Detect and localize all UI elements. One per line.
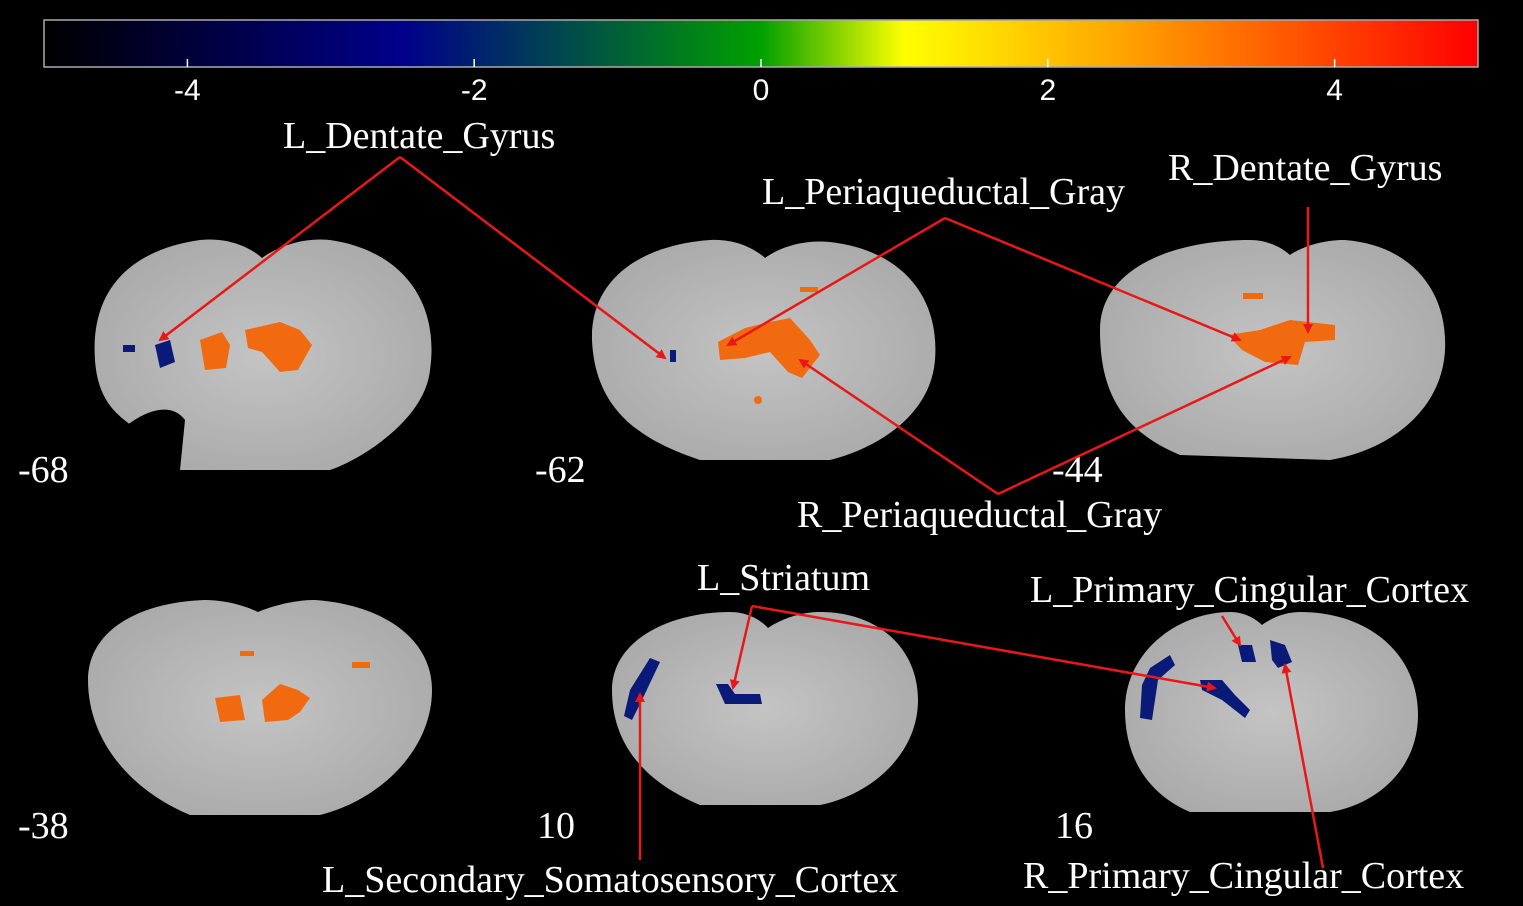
slice-coordinate-label: -38 <box>18 805 69 847</box>
label-l-periaqueductal-gray: L_Periaqueductal_Gray <box>762 171 1125 213</box>
activation-blob-negative <box>123 345 135 352</box>
brain-slice-shape <box>94 239 432 470</box>
arrow <box>1281 663 1325 869</box>
activation-blob-negative <box>1238 645 1256 662</box>
activation-blob <box>215 695 245 722</box>
brain-slice-shape <box>1125 612 1418 812</box>
brain-slice-shape <box>612 612 918 805</box>
slice-6 <box>1125 612 1418 812</box>
label-l-primary-cingular-cortex: L_Primary_Cingular_Cortex <box>1030 569 1469 611</box>
label-r-periaqueductal-gray: R_Periaqueductal_Gray <box>797 494 1162 536</box>
slice-4 <box>88 600 432 815</box>
activation-blob-negative <box>1140 655 1175 720</box>
colorbar-tick-label: 0 <box>753 74 770 107</box>
arrow <box>944 216 1242 342</box>
colorbar-tick-label: -4 <box>174 74 201 107</box>
colorbar-tick-label: 4 <box>1326 74 1343 107</box>
slice-coordinate-label: 10 <box>537 805 575 847</box>
annotation-arrows <box>158 156 1325 869</box>
colorbar-ticks: -4 -2 0 2 4 <box>174 59 1343 107</box>
arrow <box>399 156 667 360</box>
activation-blob-negative <box>670 350 676 362</box>
activation-blob <box>754 396 762 404</box>
brain-slice-shape <box>88 600 432 815</box>
arrow <box>726 216 946 347</box>
activation-blob <box>800 287 818 292</box>
arrow <box>997 355 1292 496</box>
activation-blob <box>200 332 230 370</box>
activation-blob <box>352 662 370 668</box>
colorbar-tick-label: 2 <box>1039 74 1056 107</box>
region-labels: L_Dentate_Gyrus L_Periaqueductal_Gray R_… <box>283 115 1469 901</box>
arrow <box>729 605 754 690</box>
label-l-secondary-somatosensory-cortex: L_Secondary_Somatosensory_Cortex <box>322 859 898 901</box>
slice-5 <box>612 612 918 805</box>
activation-blob <box>1243 293 1263 299</box>
slice-2 <box>591 239 936 460</box>
activation-blob-negative <box>716 684 762 704</box>
slice-coordinate-label: -62 <box>535 449 586 491</box>
activation-blob <box>245 322 312 372</box>
label-r-dentate-gyrus: R_Dentate_Gyrus <box>1168 147 1442 189</box>
activation-blob <box>718 318 820 378</box>
arrow <box>158 156 401 342</box>
arrow <box>1220 615 1242 647</box>
activation-blob-negative <box>624 658 660 720</box>
label-l-dentate-gyrus: L_Dentate_Gyrus <box>283 115 555 157</box>
activation-blob-negative <box>155 340 175 368</box>
label-r-primary-cingular-cortex: R_Primary_Cingular_Cortex <box>1023 855 1464 897</box>
slice-coordinate-label: -68 <box>18 449 69 491</box>
activation-blob-negative <box>1270 640 1292 668</box>
colorbar-tick-label: -2 <box>461 74 488 107</box>
label-l-striatum: L_Striatum <box>697 557 870 599</box>
slice-coordinate-label: 16 <box>1055 805 1093 847</box>
activation-blob <box>240 651 254 656</box>
brain-slice-gap <box>110 409 185 470</box>
slice-1 <box>94 239 432 470</box>
arrow <box>751 604 1217 692</box>
slice-coordinate-label: -44 <box>1052 449 1103 491</box>
colorbar: -4 -2 0 2 4 <box>43 19 1479 107</box>
slice-3 <box>1100 240 1446 460</box>
activation-blob <box>262 684 310 722</box>
arrow <box>798 358 999 496</box>
